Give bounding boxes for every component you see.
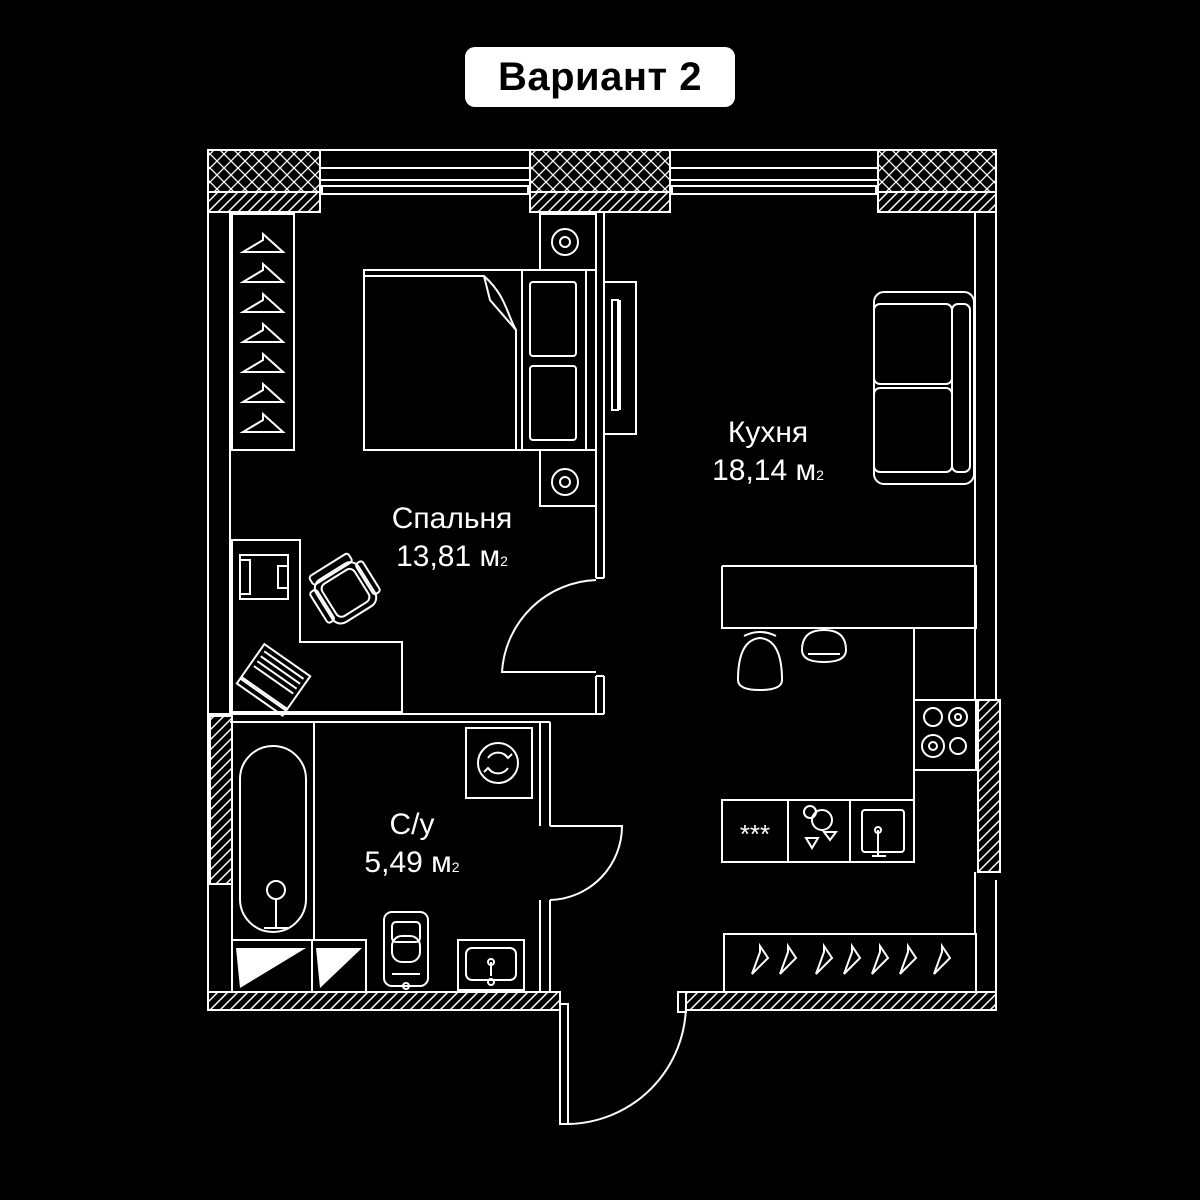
washing-machine xyxy=(465,727,533,799)
room-area: 18,14 м2 xyxy=(712,454,824,487)
hangers xyxy=(239,231,286,433)
room-label-bedroom: Спальня 13,81 м2 xyxy=(360,500,544,576)
kitchen-sink xyxy=(849,799,915,863)
nightstand-top xyxy=(539,213,597,271)
room-name: Спальня xyxy=(391,502,513,535)
bar-stool-2 xyxy=(800,628,848,664)
nightstand-bottom xyxy=(539,449,597,507)
variant-title: Вариант 2 xyxy=(465,47,735,107)
room-name: С/у xyxy=(389,808,435,841)
bar-stool-1 xyxy=(736,631,784,692)
outer-walls xyxy=(207,150,1001,1011)
room-name: Кухня xyxy=(727,416,809,449)
entrance-door xyxy=(559,991,687,1125)
bath-steps xyxy=(231,939,367,993)
room-area: 13,81 м2 xyxy=(396,540,508,573)
wardrobe xyxy=(231,213,295,451)
room-label-kitchen: Кухня 18,14 м2 xyxy=(676,414,860,490)
room-label-bathroom: С/у 5,49 м2 xyxy=(320,806,504,882)
counter-dishwasher xyxy=(787,799,851,863)
stove-burners-label: *** xyxy=(740,819,770,849)
hallway-wardrobe xyxy=(723,933,977,993)
tv-panel xyxy=(603,281,637,435)
office-chair xyxy=(308,552,381,625)
bathroom-door xyxy=(549,825,624,901)
cooktop xyxy=(913,699,977,771)
toilet xyxy=(383,911,429,990)
desk xyxy=(231,539,403,713)
room-area: 5,49 м2 xyxy=(364,846,460,879)
washbasin xyxy=(457,939,525,991)
bedroom-door xyxy=(500,579,597,673)
bed xyxy=(363,269,587,451)
sofa xyxy=(873,291,975,485)
laptop xyxy=(235,642,312,717)
bathtub xyxy=(231,721,315,941)
window-bedroom xyxy=(319,149,531,195)
window-kitchen xyxy=(669,149,879,195)
